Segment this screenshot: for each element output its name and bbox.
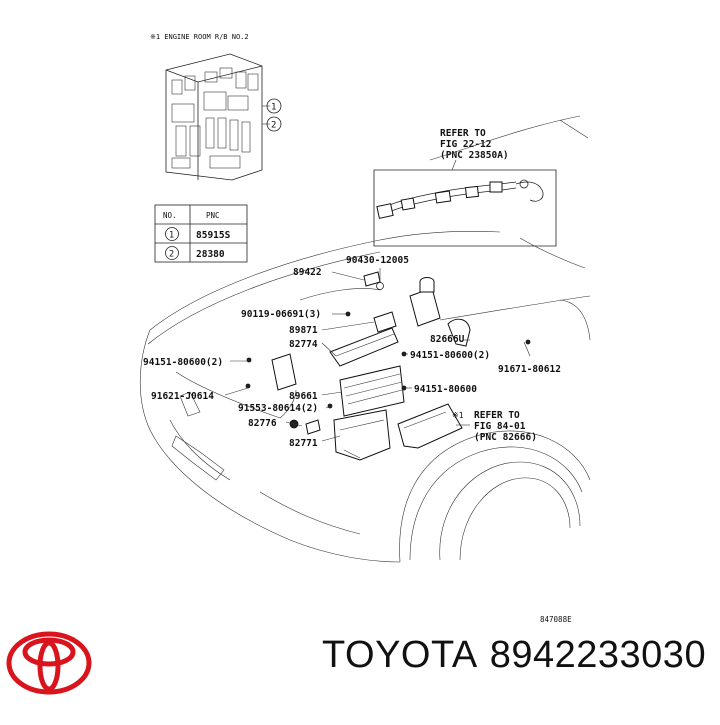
part-label: 89661: [289, 391, 318, 402]
svg-text:2: 2: [271, 121, 276, 131]
circled-2-icon: [165, 246, 179, 260]
brand-name: TOYOTA: [322, 634, 478, 676]
part-label: 91621-J0614: [151, 391, 214, 402]
refer-top-line: REFER TO: [440, 128, 486, 139]
table-header-no: NO.: [163, 211, 177, 220]
part-label: 90119-06691(3): [241, 309, 321, 320]
part-label: 94151-80600: [414, 384, 477, 395]
table-row-no: 2: [169, 250, 174, 260]
table-header-pnc: PNC: [206, 211, 220, 220]
circled-1-icon: 1: [266, 98, 282, 114]
part-label: 82771: [289, 438, 318, 449]
part-label: 82666U: [430, 334, 465, 345]
refer-top-line: (PNC 23850A): [440, 150, 509, 161]
refer-top-line: FIG 22-12: [440, 139, 491, 150]
refer-bottom-line: (PNC 82666): [474, 432, 537, 443]
part-label: 91553-80614(2): [238, 403, 318, 414]
table-row-pnc: 28380: [196, 249, 225, 260]
diagram-code: 847088E: [540, 615, 572, 624]
refer-bottom-note: ※1 REFER TO FIG 84-01 (PNC 82666): [452, 410, 537, 443]
part-label: 89422: [293, 267, 322, 278]
part-label: 94151-80600(2): [143, 357, 223, 368]
part-label: 89871: [289, 325, 318, 336]
pnc-table: NO. PNC 1 85915S 2 28380: [154, 204, 248, 263]
brand-part-number: TOYOTA 8942233030: [322, 634, 718, 677]
table-row-pnc: 85915S: [196, 230, 231, 241]
refer-bottom-line: FIG 84-01: [474, 421, 526, 432]
ecu-assembly: [245, 271, 531, 461]
part-label: 82774: [289, 339, 318, 350]
refer-top-note: REFER TO FIG 22-12 (PNC 23850A): [440, 128, 509, 171]
part-labels: 89422 90430-12005 90119-06691(3) 89871 8…: [143, 255, 561, 449]
vehicle-outline: [139, 115, 591, 563]
wire-harness-box: [373, 169, 557, 247]
toyota-logo-icon: [6, 631, 92, 695]
part-label: 91671-80612: [498, 364, 561, 375]
refer-bottom-line: REFER TO: [474, 410, 520, 421]
part-label: 90430-12005: [346, 255, 409, 266]
circled-1-icon: [165, 227, 179, 241]
fuse-box-title: ※1 ENGINE ROOM R/B NO.2: [150, 33, 249, 41]
leader-lines: [224, 268, 531, 442]
part-label: 94151-80600(2): [410, 350, 490, 361]
table-row-no: 1: [169, 231, 174, 241]
fuse-box-drawing: [165, 53, 270, 181]
part-label: 82776: [248, 418, 277, 429]
refer-bottom-mark: ※1: [452, 411, 464, 420]
circled-2-icon: 2: [266, 116, 282, 132]
svg-text:1: 1: [271, 103, 276, 113]
part-number: 8942233030: [489, 634, 707, 676]
